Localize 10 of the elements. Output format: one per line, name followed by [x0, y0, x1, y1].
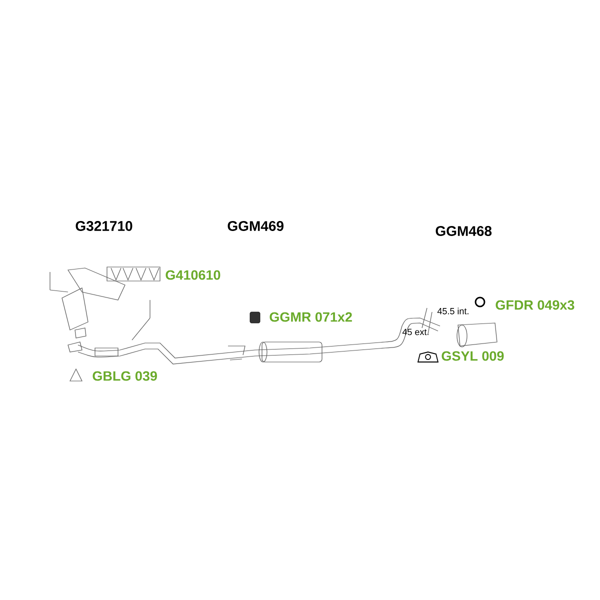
dimension-label: 45 ext. [402, 328, 428, 336]
part-number: GGM469 [228, 221, 284, 231]
dimension-label: 45.5 int. [437, 308, 468, 314]
part-code: GFDR 049x3 [496, 300, 574, 310]
part-code: G410610 [166, 270, 220, 280]
part-number: G321710 [76, 221, 132, 231]
part-code: GSYL 009 [442, 351, 504, 361]
part-number: GGM468 [436, 226, 492, 236]
part-code: GGMR 071x2 [270, 312, 352, 322]
part-code: GBLG 039 [92, 371, 157, 381]
